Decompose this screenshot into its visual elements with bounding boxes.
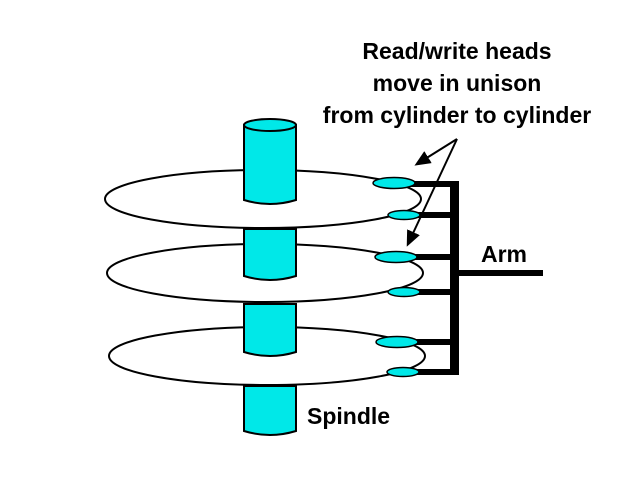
heading-line-1: Read/write heads	[362, 38, 551, 64]
heading-line-3: from cylinder to cylinder	[323, 102, 591, 128]
spindle-segment-top	[243, 124, 297, 205]
arm-finger-5	[411, 339, 459, 345]
read-write-head-1-bottom	[387, 209, 421, 221]
read-write-head-3-bottom	[386, 366, 420, 378]
read-write-head-2-top	[374, 250, 418, 264]
actuator-vertical-bar	[450, 181, 459, 375]
read-write-head-3-top	[375, 335, 419, 349]
arm-label: Arm	[481, 241, 527, 267]
spindle-segment-3	[243, 303, 297, 357]
spindle-label: Spindle	[307, 403, 390, 429]
arm-finger-3	[410, 254, 459, 260]
arm-finger-4	[414, 289, 459, 295]
spindle-segment-2	[243, 228, 297, 281]
arm-finger-6	[413, 369, 459, 375]
arm-finger-2	[414, 212, 459, 218]
annotation-arrow-to-head-1-icon	[414, 138, 458, 166]
arm-finger-1	[408, 181, 459, 187]
read-write-head-2-bottom	[387, 286, 421, 298]
spindle-top-cap	[243, 118, 297, 132]
spindle-segment-bottom	[243, 385, 297, 436]
heading-line-2: move in unison	[373, 70, 542, 96]
read-write-head-1-top	[372, 176, 416, 190]
arm-pointer-line	[450, 270, 543, 276]
annotation-arrow-to-head-2-icon	[406, 138, 458, 247]
